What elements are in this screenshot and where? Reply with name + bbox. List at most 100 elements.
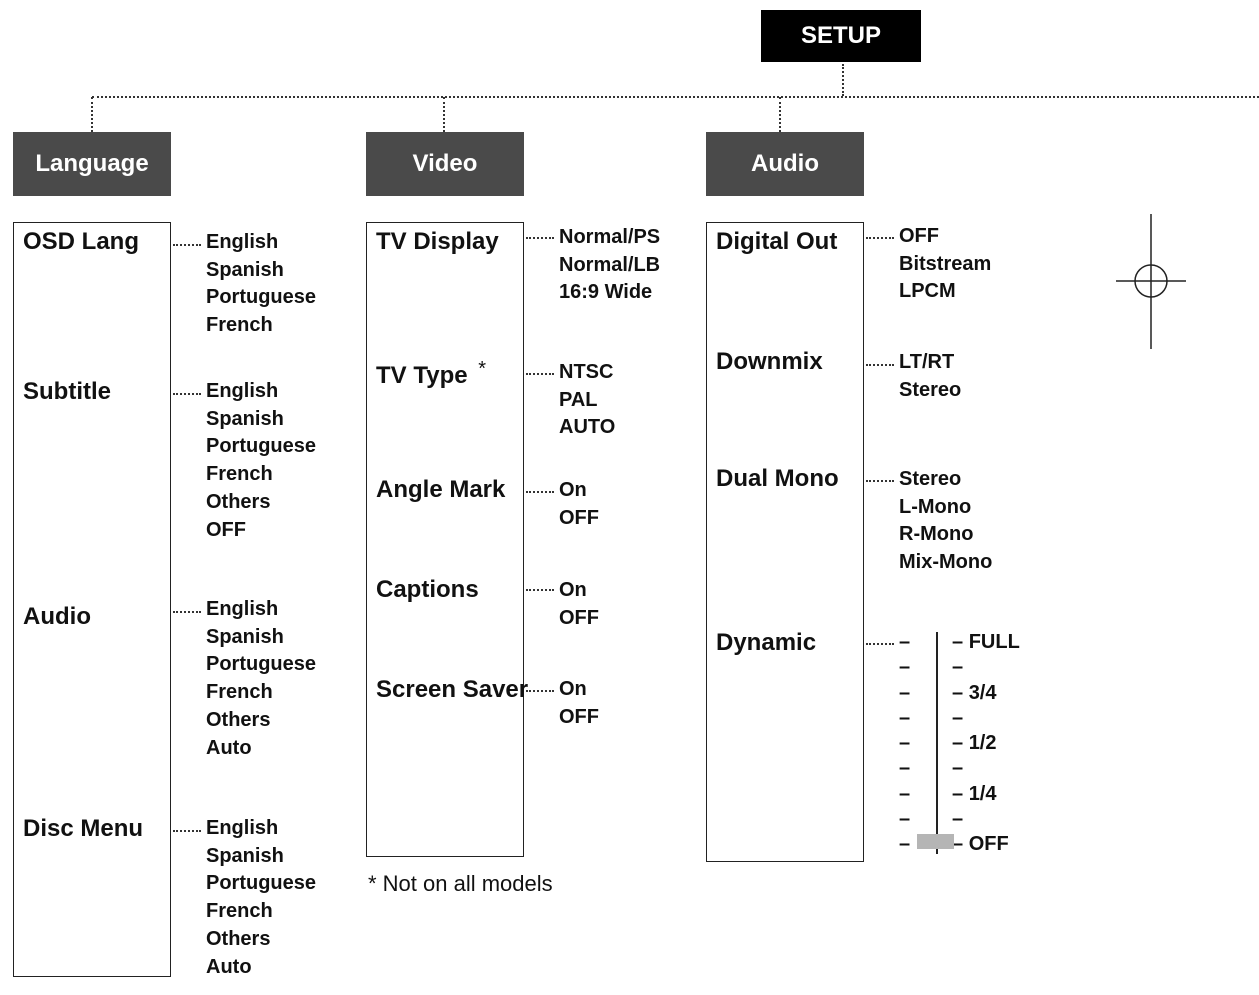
scale-tick: – <box>899 833 911 856</box>
scale-label: – OFF <box>952 833 1009 856</box>
option: OFF <box>899 225 939 247</box>
scale-label: – 1/2 <box>952 732 997 755</box>
option: Portuguese <box>206 435 317 458</box>
language-item-osd-lang: OSD Lang <box>23 228 140 255</box>
option: Auto <box>206 955 252 978</box>
audio-item-downmix: Downmix <box>716 348 823 375</box>
audio-dual-mono-options: Stereo L-Mono R-Mono Mix-Mono <box>899 466 992 577</box>
video-angle-mark-connector <box>526 491 554 493</box>
video-header: Video <box>366 132 524 196</box>
video-tv-display-connector <box>526 237 554 239</box>
option: L-Mono <box>899 495 972 518</box>
option: Stereo <box>899 468 962 490</box>
option: OFF <box>559 606 599 629</box>
language-item-subtitle: Subtitle <box>23 378 111 405</box>
video-item-angle-mark: Angle Mark <box>376 476 506 503</box>
option: On <box>559 579 587 601</box>
audio-connector <box>779 97 781 132</box>
footnote-marker: * <box>478 358 487 380</box>
scale-tick: – <box>899 706 911 729</box>
scale-label: – 3/4 <box>952 681 997 704</box>
option: NTSC <box>559 361 614 383</box>
language-panel <box>13 222 171 977</box>
registration-mark-icon <box>1116 214 1186 349</box>
option: Spanish <box>206 407 284 430</box>
audio-header: Audio <box>706 132 864 196</box>
scale-tick: – <box>899 782 911 805</box>
language-item-audio: Audio <box>23 603 91 630</box>
tv-type-label: TV Type <box>376 362 468 389</box>
option: Portuguese <box>206 653 317 676</box>
language-item-disc-menu: Disc Menu <box>23 815 144 842</box>
option: English <box>206 598 279 620</box>
scale-tick: – <box>899 808 911 831</box>
language-audio-connector <box>173 611 201 613</box>
option: Normal/LB <box>559 253 661 276</box>
option: Others <box>206 708 271 731</box>
footnote: * Not on all models <box>368 871 553 896</box>
scale-label: – FULL <box>952 631 1020 653</box>
option: OFF <box>559 705 599 728</box>
video-captions-options: On OFF <box>559 577 599 632</box>
option: OFF <box>206 518 246 541</box>
option: Bitstream <box>899 252 992 275</box>
language-connector <box>91 97 93 132</box>
dynamic-left-ticks: – – – – – – – – – <box>899 630 910 858</box>
video-tv-type-connector <box>526 373 554 375</box>
option: Stereo <box>899 378 962 401</box>
option: LT/RT <box>899 351 955 373</box>
option: Spanish <box>206 258 284 281</box>
video-panel <box>366 222 524 857</box>
scale-label-text: FULL <box>968 631 1020 653</box>
video-item-tv-display: TV Display <box>376 228 499 255</box>
video-tv-type-options: NTSC PAL AUTO <box>559 359 615 442</box>
option: Mix-Mono <box>899 551 993 574</box>
scale-tick: – <box>899 757 911 780</box>
audio-panel <box>706 222 864 862</box>
scale-label: – <box>952 757 964 780</box>
scale-label-text: 3/4 <box>968 681 997 704</box>
video-connector <box>443 97 445 132</box>
audio-digital-out-connector <box>866 237 894 239</box>
language-subtitle-options: English Spanish Portuguese French Others… <box>206 378 316 544</box>
dynamic-slider-thumb <box>917 834 954 849</box>
setup-root-box: SETUP <box>761 10 921 62</box>
option: R-Mono <box>899 523 974 546</box>
scale-label: – 1/4 <box>952 782 997 805</box>
video-screen-saver-connector <box>526 690 554 692</box>
video-item-tv-type: TV Type * <box>376 358 486 390</box>
option: Spanish <box>206 625 284 648</box>
audio-downmix-connector <box>866 364 894 366</box>
option: Normal/PS <box>559 226 661 248</box>
option: On <box>559 479 587 501</box>
language-disc-menu-options: English Spanish Portuguese French Others… <box>206 815 316 981</box>
video-tv-display-options: Normal/PS Normal/LB 16:9 Wide <box>559 224 660 307</box>
audio-item-dynamic: Dynamic <box>716 629 817 656</box>
video-screen-saver-options: On OFF <box>559 676 599 731</box>
option: PAL <box>559 388 598 411</box>
audio-downmix-options: LT/RT Stereo <box>899 349 961 404</box>
option: French <box>206 900 273 923</box>
option: Portuguese <box>206 286 317 309</box>
option: AUTO <box>559 416 616 439</box>
language-audio-options: English Spanish Portuguese French Others… <box>206 596 316 762</box>
dynamic-right-labels: – FULL – – 3/4 – – 1/2 – – 1/4 – – OFF <box>952 630 1020 858</box>
language-header: Language <box>13 132 171 196</box>
scale-tick: – <box>899 732 911 755</box>
option: Portuguese <box>206 872 317 895</box>
audio-item-digital-out: Digital Out <box>716 228 838 255</box>
option: LPCM <box>899 280 956 303</box>
language-subtitle-connector <box>173 393 201 395</box>
scale-tick: – <box>899 631 911 653</box>
option: Others <box>206 490 271 513</box>
language-osd-lang-options: English Spanish Portuguese French <box>206 229 316 340</box>
dynamic-slider-track <box>936 632 938 854</box>
option: English <box>206 380 279 402</box>
video-captions-connector <box>526 589 554 591</box>
language-disc-menu-connector <box>173 830 201 832</box>
option: French <box>206 463 273 486</box>
option: English <box>206 817 279 839</box>
option: English <box>206 231 279 253</box>
option: French <box>206 314 273 337</box>
